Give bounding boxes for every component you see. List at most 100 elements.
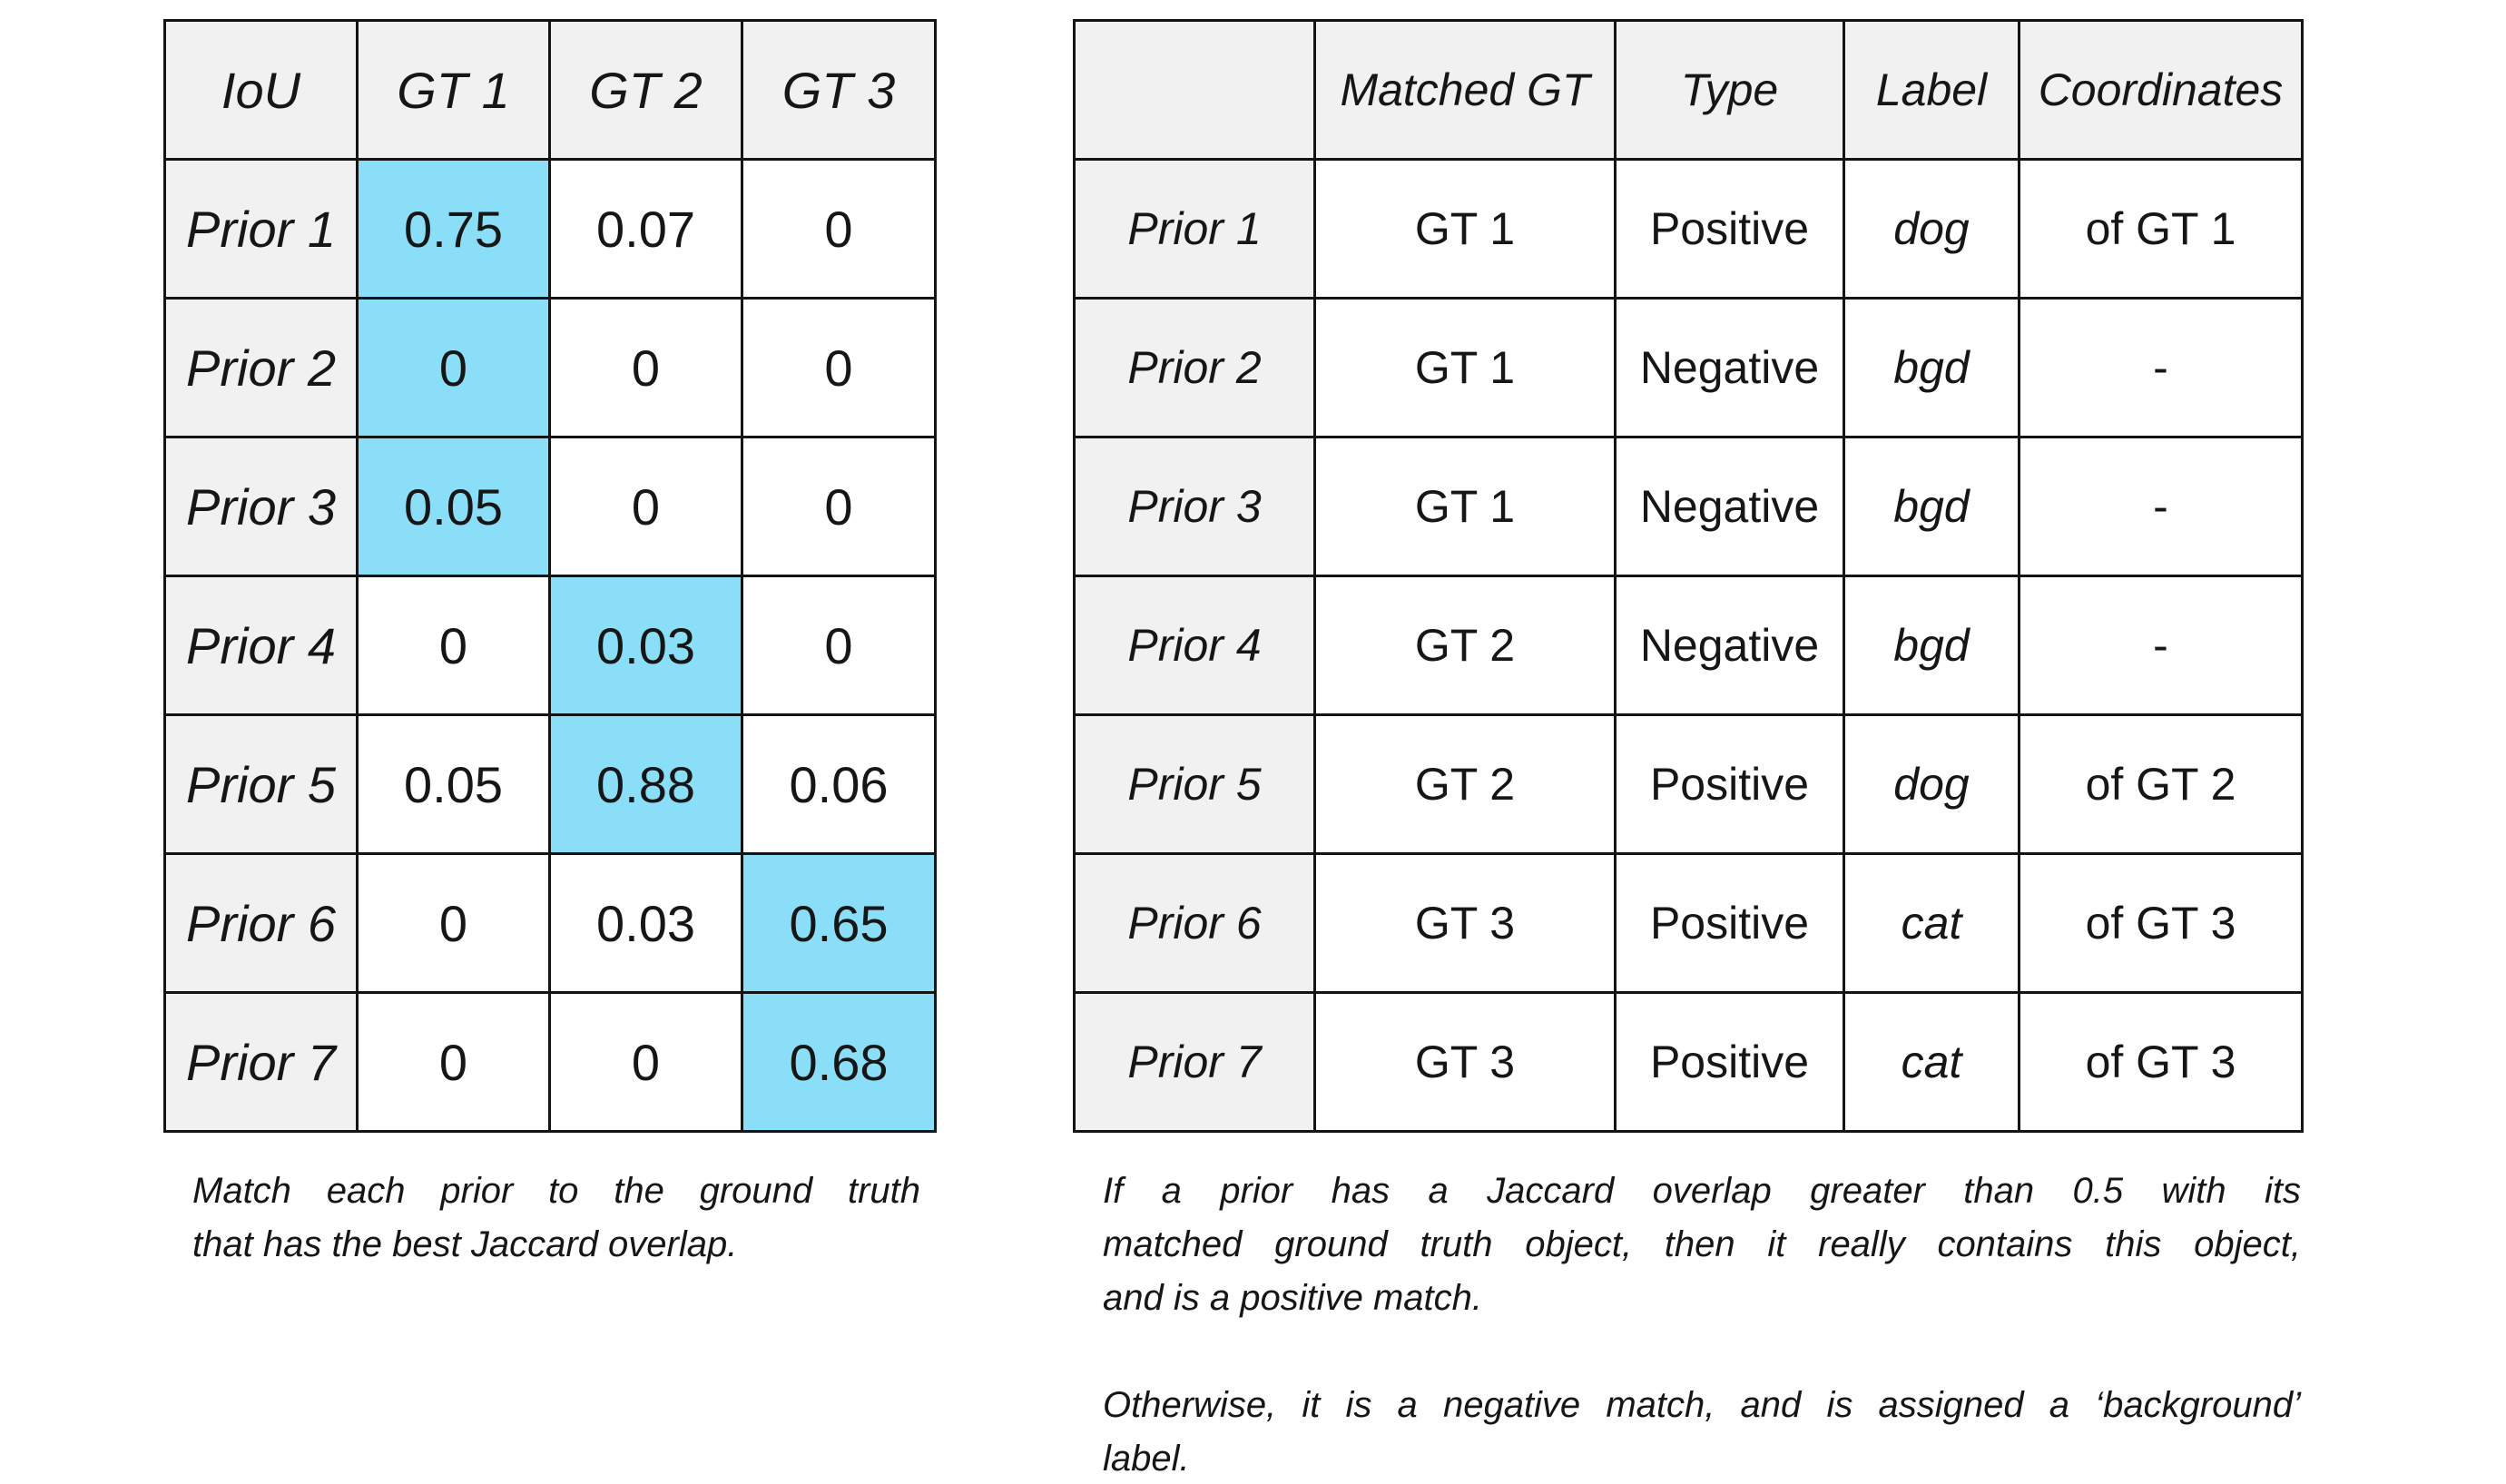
iou-header-cell: GT 1 [356, 19, 551, 161]
iou-value-cell: 0.05 [356, 713, 551, 855]
match-header-row: Matched GT Type Label Coordinates [1073, 19, 2304, 161]
iou-value-cell: 0 [741, 158, 937, 300]
prior-label-cell: Prior 4 [163, 575, 359, 716]
match-table: Matched GT Type Label Coordinates Prior … [1073, 19, 2304, 1133]
prior-label-cell: Prior 2 [1073, 297, 1316, 438]
iou-value-cell: 0.05 [356, 436, 551, 577]
iou-header-cell: GT 3 [741, 19, 937, 161]
coordinates-cell: - [2018, 297, 2304, 438]
label-cell: bgd [1843, 436, 2020, 577]
iou-value-cell: 0.65 [741, 852, 937, 994]
iou-value-cell: 0.06 [741, 713, 937, 855]
iou-value-cell: 0 [548, 991, 743, 1133]
match-row: Prior 1 GT 1 Positive dog of GT 1 [1073, 158, 2304, 300]
label-cell: cat [1843, 991, 2020, 1133]
prior-label-cell: Prior 3 [1073, 436, 1316, 577]
label-cell: bgd [1843, 575, 2020, 716]
right-caption-paragraph-1: If a prior has a Jaccard overlap greater… [1103, 1165, 2301, 1325]
type-cell: Positive [1614, 158, 1845, 300]
prior-label-cell: Prior 1 [163, 158, 359, 300]
coordinates-cell: of GT 3 [2018, 852, 2304, 994]
caption-line: and is a positive match. [1103, 1278, 1482, 1318]
iou-row: Prior 2 0 0 0 [163, 297, 937, 438]
matched-gt-cell: GT 1 [1313, 436, 1617, 577]
coordinates-cell: - [2018, 575, 2304, 716]
match-row: Prior 4 GT 2 Negative bgd - [1073, 575, 2304, 716]
right-caption-paragraph-2: Otherwise, it is a negative match, and i… [1103, 1379, 2301, 1484]
iou-row: Prior 6 0 0.03 0.65 [163, 852, 937, 994]
caption-line: matched ground truth object, then it rea… [1103, 1224, 2301, 1264]
type-cell: Positive [1614, 713, 1845, 855]
matched-gt-cell: GT 1 [1313, 297, 1617, 438]
iou-value-cell: 0 [741, 297, 937, 438]
iou-value-cell: 0 [356, 852, 551, 994]
iou-header-row: IoU GT 1 GT 2 GT 3 [163, 19, 937, 161]
iou-value-cell: 0.75 [356, 158, 551, 300]
matched-gt-cell: GT 3 [1313, 991, 1617, 1133]
iou-value-cell: 0.03 [548, 575, 743, 716]
iou-value-cell: 0 [741, 436, 937, 577]
iou-row: Prior 3 0.05 0 0 [163, 436, 937, 577]
prior-label-cell: Prior 2 [163, 297, 359, 438]
type-cell: Negative [1614, 436, 1845, 577]
prior-label-cell: Prior 6 [1073, 852, 1316, 994]
iou-row: Prior 1 0.75 0.07 0 [163, 158, 937, 300]
iou-table: IoU GT 1 GT 2 GT 3 Prior 1 0.75 0.07 0 P… [163, 19, 937, 1133]
matched-gt-cell: GT 1 [1313, 158, 1617, 300]
matched-gt-cell: GT 2 [1313, 713, 1617, 855]
label-cell: dog [1843, 158, 2020, 300]
iou-header-cell: GT 2 [548, 19, 743, 161]
iou-value-cell: 0 [356, 297, 551, 438]
iou-value-cell: 0.07 [548, 158, 743, 300]
iou-value-cell: 0 [548, 436, 743, 577]
matched-gt-cell: GT 3 [1313, 852, 1617, 994]
iou-value-cell: 0.03 [548, 852, 743, 994]
label-cell: bgd [1843, 297, 2020, 438]
prior-label-cell: Prior 7 [163, 991, 359, 1133]
match-header-cell: Coordinates [2018, 19, 2304, 161]
prior-label-cell: Prior 5 [163, 713, 359, 855]
caption-line: that has the best Jaccard overlap. [192, 1224, 738, 1264]
prior-label-cell: Prior 4 [1073, 575, 1316, 716]
match-row: Prior 6 GT 3 Positive cat of GT 3 [1073, 852, 2304, 994]
match-header-cell: Matched GT [1313, 19, 1617, 161]
right-caption: If a prior has a Jaccard overlap greater… [1103, 1165, 2301, 1484]
type-cell: Negative [1614, 575, 1845, 716]
prior-label-cell: Prior 1 [1073, 158, 1316, 300]
coordinates-cell: - [2018, 436, 2304, 577]
prior-label-cell: Prior 5 [1073, 713, 1316, 855]
label-cell: cat [1843, 852, 2020, 994]
match-header-cell-blank [1073, 19, 1316, 161]
type-cell: Positive [1614, 852, 1845, 994]
type-cell: Negative [1614, 297, 1845, 438]
caption-line: label. [1103, 1439, 1190, 1479]
match-row: Prior 2 GT 1 Negative bgd - [1073, 297, 2304, 438]
label-cell: dog [1843, 713, 2020, 855]
coordinates-cell: of GT 3 [2018, 991, 2304, 1133]
iou-value-cell: 0 [548, 297, 743, 438]
match-row: Prior 5 GT 2 Positive dog of GT 2 [1073, 713, 2304, 855]
coordinates-cell: of GT 1 [2018, 158, 2304, 300]
iou-row: Prior 5 0.05 0.88 0.06 [163, 713, 937, 855]
coordinates-cell: of GT 2 [2018, 713, 2304, 855]
iou-value-cell: 0 [356, 575, 551, 716]
iou-header-cell: IoU [163, 19, 359, 161]
caption-line: Match each prior to the ground truth [192, 1171, 920, 1211]
prior-label-cell: Prior 3 [163, 436, 359, 577]
iou-value-cell: 0.68 [741, 991, 937, 1133]
prior-label-cell: Prior 7 [1073, 991, 1316, 1133]
prior-label-cell: Prior 6 [163, 852, 359, 994]
caption-line: Otherwise, it is a negative match, and i… [1103, 1385, 2301, 1425]
iou-row: Prior 7 0 0 0.68 [163, 991, 937, 1133]
iou-value-cell: 0 [741, 575, 937, 716]
iou-value-cell: 0 [356, 991, 551, 1133]
match-row: Prior 3 GT 1 Negative bgd - [1073, 436, 2304, 577]
matched-gt-cell: GT 2 [1313, 575, 1617, 716]
left-caption: Match each prior to the ground truth tha… [192, 1165, 920, 1272]
caption-line: If a prior has a Jaccard overlap greater… [1103, 1171, 2301, 1211]
match-header-cell: Label [1843, 19, 2020, 161]
iou-row: Prior 4 0 0.03 0 [163, 575, 937, 716]
match-row: Prior 7 GT 3 Positive cat of GT 3 [1073, 991, 2304, 1133]
iou-value-cell: 0.88 [548, 713, 743, 855]
